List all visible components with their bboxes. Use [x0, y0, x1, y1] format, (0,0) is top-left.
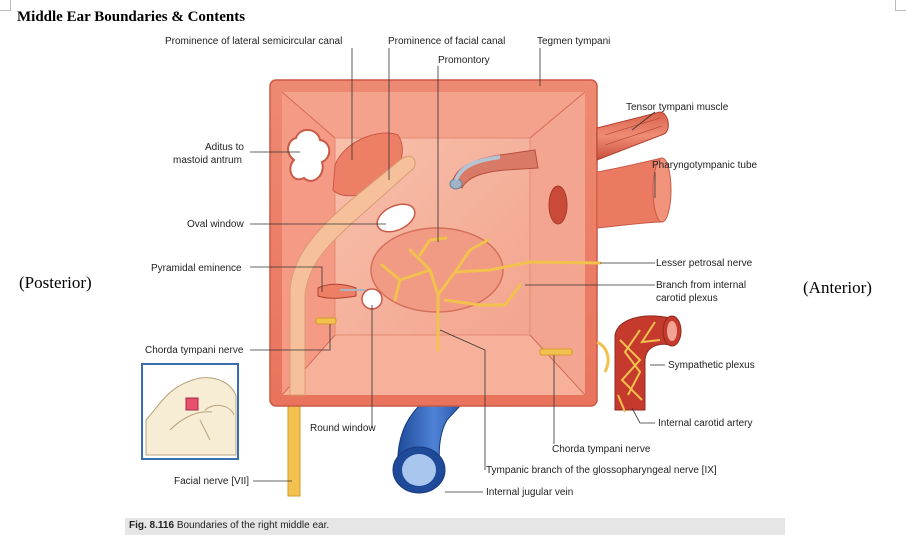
sympathetic-plexus-net	[617, 321, 661, 413]
label-aditus-line2: mastoid antrum	[173, 155, 242, 166]
chorda-tympani-exit	[596, 340, 610, 373]
label-tympanic-branch: Tympanic branch of the glossopharyngeal …	[486, 465, 717, 476]
label-round-window: Round window	[310, 423, 376, 434]
aditus-opening	[287, 129, 331, 182]
roof-wall	[282, 92, 585, 138]
label-internal-jugular: Internal jugular vein	[486, 487, 573, 498]
posterior-label: (Posterior)	[19, 273, 92, 292]
crop-mark-left	[0, 0, 11, 11]
figure-caption: Fig. 8.116 Boundaries of the right middl…	[129, 520, 329, 531]
anterior-label: (Anterior)	[803, 278, 872, 297]
label-facial-nerve: Facial nerve [VII]	[174, 476, 249, 487]
label-prominence-lateral-canal: Prominence of lateral semicircular canal	[165, 36, 342, 47]
label-branch-line2: carotid plexus	[656, 293, 718, 304]
oval-window	[376, 203, 416, 233]
chorda-tympani-posterior	[315, 317, 337, 325]
label-chorda-tympani-left: Chorda tympani nerve	[145, 345, 244, 356]
cochleariform-process	[449, 178, 463, 190]
prominence-facial-canal	[289, 155, 416, 396]
label-lesser-petrosal: Lesser petrosal nerve	[656, 258, 753, 269]
label-branch-line1: Branch from internal	[656, 280, 746, 291]
figure-number: Fig. 8.116	[129, 520, 175, 531]
page-title: Middle Ear Boundaries & Contents	[17, 9, 246, 25]
label-tensor-tympani: Tensor tympani muscle	[626, 102, 729, 113]
figure-caption-text: Boundaries of the right middle ear.	[176, 520, 330, 531]
figure-caption-bar: Fig. 8.116 Boundaries of the right middl…	[125, 518, 785, 535]
label-promontory: Promontory	[438, 55, 490, 66]
label-tegmen-tympani: Tegmen tympani	[537, 36, 610, 47]
leader-lines	[250, 48, 665, 493]
label-internal-carotid: Internal carotid artery	[658, 418, 753, 429]
label-oval-window: Oval window	[187, 219, 244, 230]
pharyngotympanic-tube-end	[652, 157, 672, 223]
jugular-vein-lumen	[402, 454, 436, 486]
label-pyramidal-eminence: Pyramidal eminence	[151, 263, 242, 274]
label-aditus-line1: Aditus to	[205, 142, 244, 153]
label-pharyngotympanic-tube: Pharyngotympanic tube	[652, 160, 758, 171]
inset-skull-sketch	[145, 377, 237, 456]
chorda-tympani-anterior	[539, 348, 573, 356]
label-chorda-tympani-bottom: Chorda tympani nerve	[552, 444, 651, 455]
label-sympathetic-plexus: Sympathetic plexus	[668, 360, 755, 371]
anterior-wall	[530, 92, 585, 395]
label-prominence-facial-canal: Prominence of facial canal	[388, 36, 505, 47]
tube-opening	[548, 185, 568, 225]
carotid-artery-lumen	[667, 321, 677, 341]
floor-wall	[282, 335, 585, 395]
crop-mark-right	[895, 0, 906, 11]
tympanic-plexus	[380, 236, 602, 352]
pyramidal-eminence	[317, 283, 357, 299]
tensor-tendon	[454, 155, 501, 181]
